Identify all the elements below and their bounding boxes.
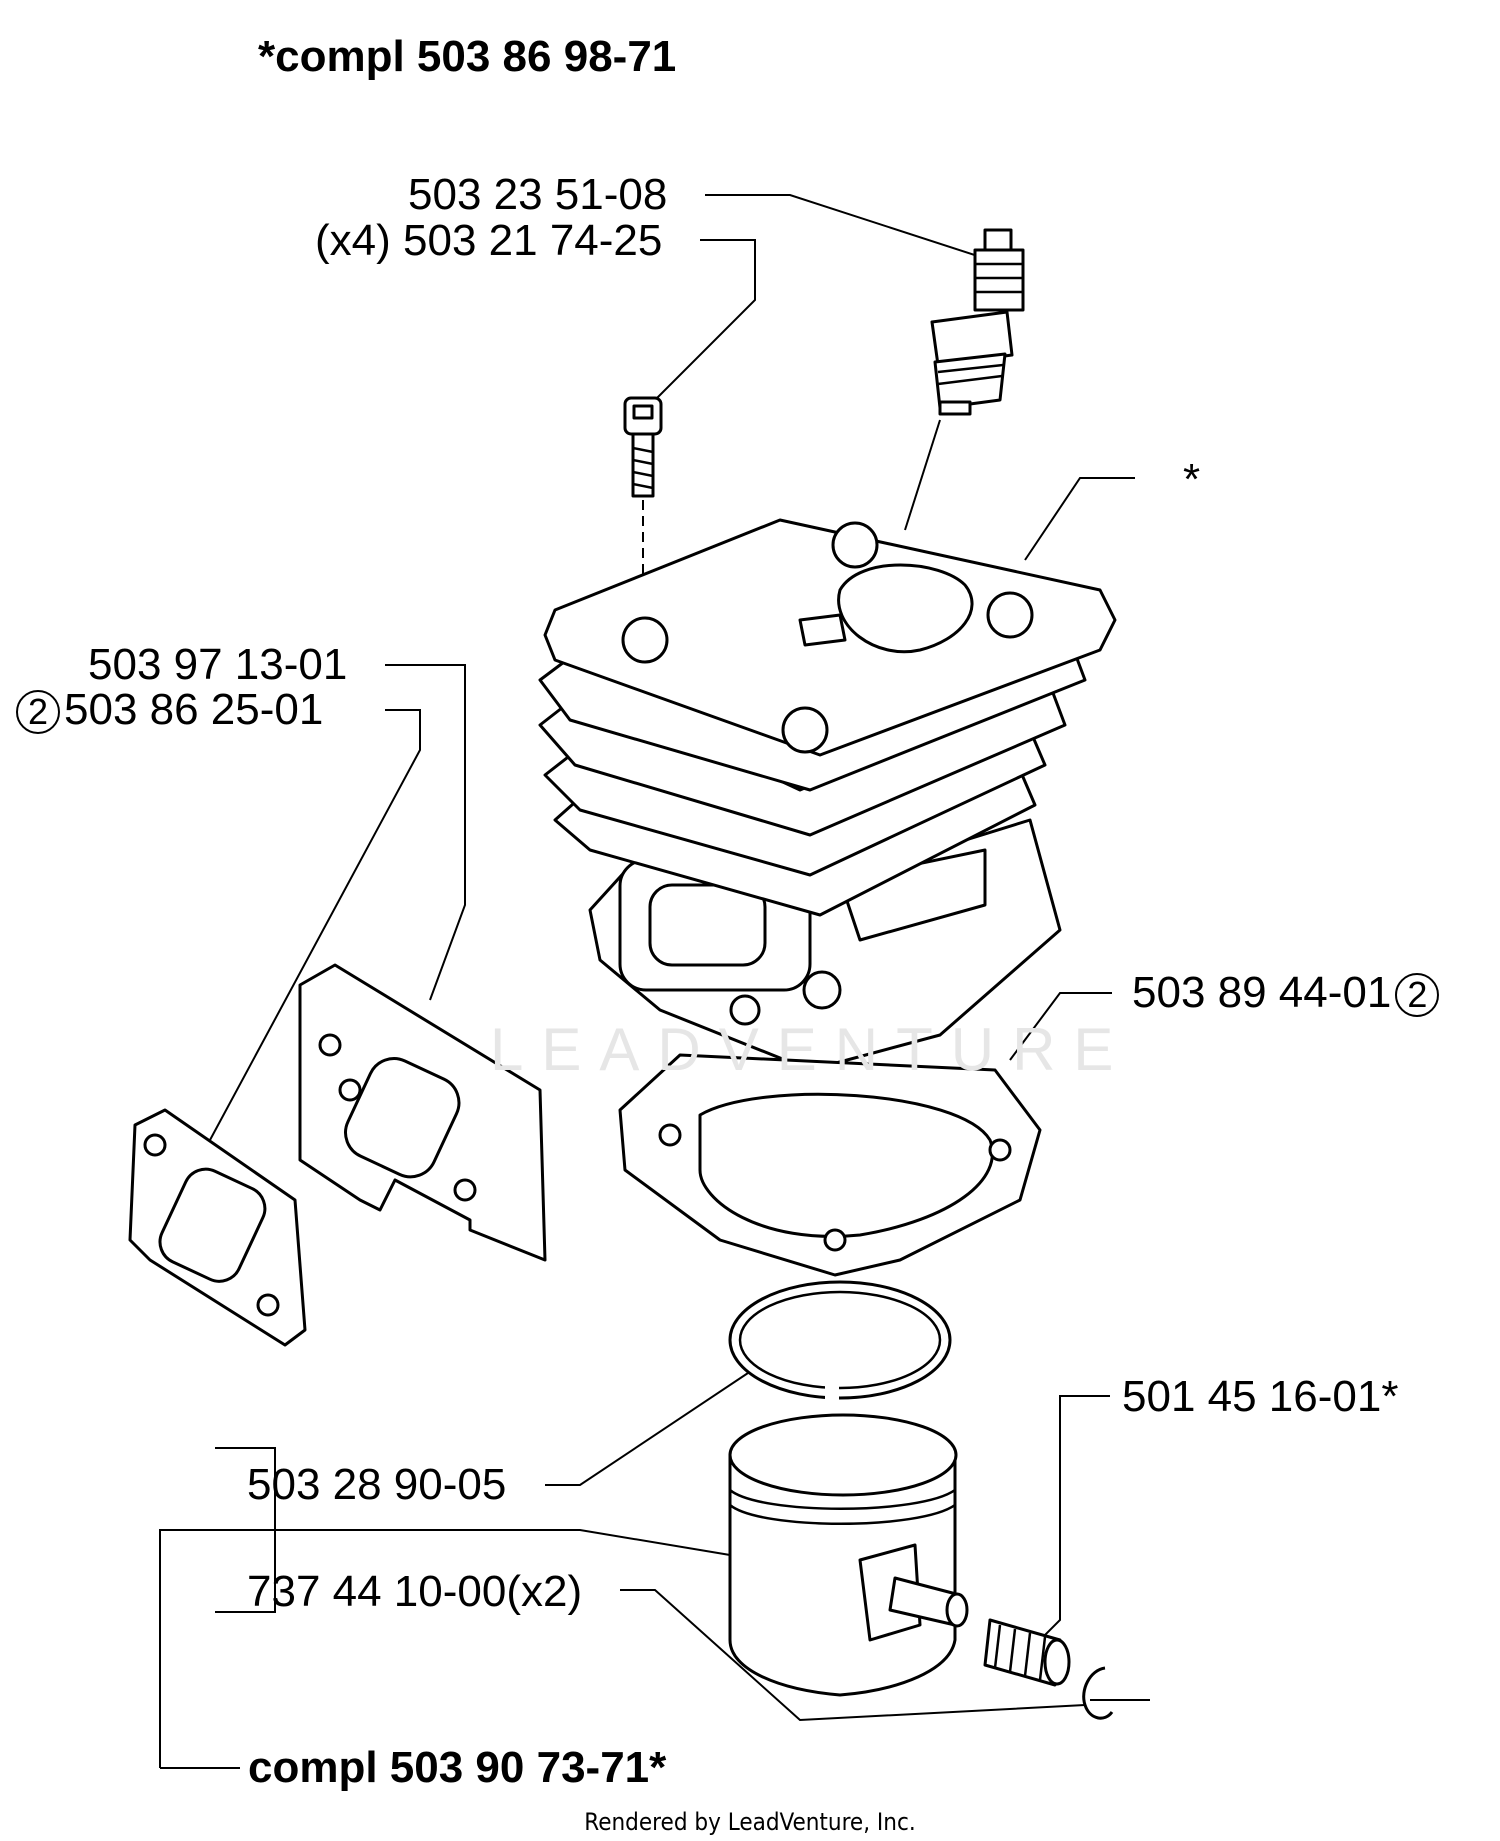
cylinder bbox=[538, 518, 1117, 1072]
heat-shield-plate bbox=[298, 963, 547, 1262]
label-piston-ring: 503 28 90-05 bbox=[247, 1460, 507, 1509]
leader-lines bbox=[159, 194, 1150, 1769]
needle-bearing bbox=[983, 1618, 1071, 1687]
piston bbox=[728, 1413, 958, 1697]
piston-ring bbox=[728, 1280, 952, 1402]
label-bearing: 501 45 16-01* bbox=[1122, 1372, 1399, 1421]
circlip bbox=[1082, 1666, 1114, 1720]
label-gasket-left-number: 503 86 25-01 bbox=[64, 685, 324, 734]
footer-credit: Rendered by LeadVenture, Inc. bbox=[584, 1808, 916, 1836]
ref-circle-left: 2 bbox=[16, 690, 60, 735]
exhaust-gasket bbox=[128, 1108, 307, 1347]
label-cylinder-asterisk: * bbox=[1183, 455, 1201, 504]
label-screw-number: 503 21 74-25 bbox=[403, 216, 663, 265]
watermark: LEADVENTURE bbox=[490, 1016, 1132, 1083]
label-base-gasket-number: 503 89 44-01 bbox=[1132, 968, 1392, 1017]
label-spark-plug: 503 23 51-08 bbox=[408, 170, 668, 219]
kit-title-bottom: compl 503 90 73-71* bbox=[248, 1743, 667, 1792]
label-circlip: 737 44 10-00(x2) bbox=[247, 1567, 583, 1616]
label-screw: (x4) 503 21 74-25 bbox=[315, 216, 662, 266]
label-screw-qty: (x4) bbox=[315, 216, 391, 265]
piston-pin bbox=[888, 1576, 969, 1628]
ref-circle-right: 2 bbox=[1395, 973, 1440, 1018]
kit-title-top: *compl 503 86 98-71 bbox=[258, 32, 677, 81]
cylinder-base-gasket bbox=[618, 1053, 1042, 1277]
spark-plug bbox=[930, 228, 1025, 416]
label-plate: 503 97 13-01 bbox=[88, 640, 348, 689]
